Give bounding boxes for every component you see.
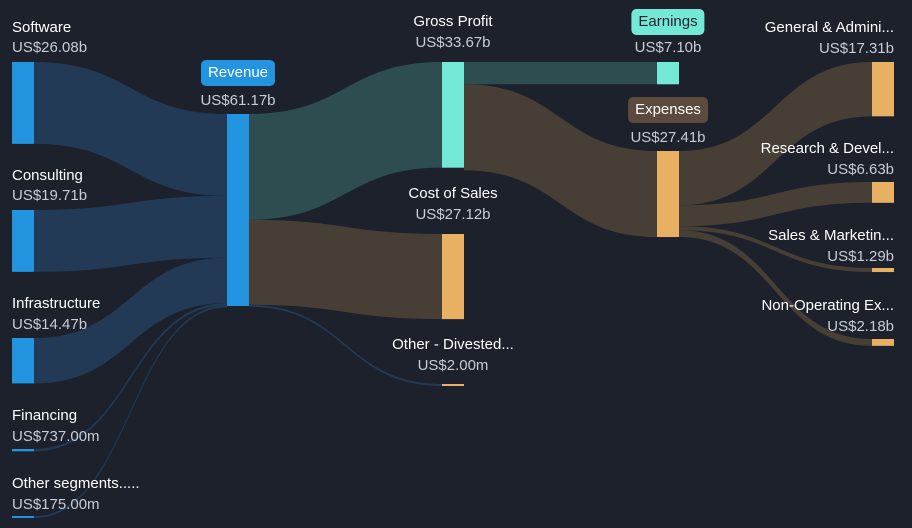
cost-of-sales-label: Cost of Sales <box>408 185 498 202</box>
node-nonop <box>872 339 894 346</box>
sankey-nodes <box>12 62 894 518</box>
revenue-value: US$61.17b <box>200 92 276 109</box>
earnings-label: Earnings <box>631 9 705 35</box>
earnings-value: US$7.10b <box>634 39 702 56</box>
node-revenue <box>227 114 249 306</box>
rd-label: Research & Devel... <box>760 140 894 157</box>
node-earnings <box>657 62 679 85</box>
link-gross_profit-to-expenses <box>464 84 657 238</box>
software-label: Software <box>12 19 72 36</box>
other-divested-value: US$2.00m <box>417 357 489 374</box>
node-expenses <box>657 151 679 238</box>
link-consulting-to-revenue <box>34 195 227 272</box>
sankey-links <box>34 62 872 518</box>
node-other_segments <box>12 516 34 518</box>
node-cost_of_sales <box>442 234 464 320</box>
link-expenses-to-sm <box>679 226 872 273</box>
gross-profit-value: US$33.67b <box>415 34 491 51</box>
expenses-value: US$27.41b <box>630 129 706 146</box>
node-other_divested <box>442 384 464 386</box>
link-financing-to-revenue <box>34 303 227 452</box>
link-revenue-to-gross_profit <box>249 62 442 220</box>
link-gross_profit-to-earnings <box>464 62 657 85</box>
node-gross_profit <box>442 62 464 168</box>
nonop-value: US$2.18b <box>827 318 894 335</box>
node-ga <box>872 62 894 117</box>
expenses-label: Expenses <box>628 97 708 123</box>
other-segments-value: US$175.00m <box>12 496 100 513</box>
node-rd <box>872 182 894 203</box>
link-revenue-to-cost_of_sales <box>249 219 442 320</box>
node-sm <box>872 268 894 273</box>
software-value: US$26.08b <box>12 39 88 56</box>
infrastructure-label: Infrastructure <box>12 295 101 312</box>
consulting-label: Consulting <box>12 167 83 184</box>
link-expenses-to-rd <box>679 182 872 227</box>
link-software-to-revenue <box>34 62 227 196</box>
consulting-value: US$19.71b <box>12 187 88 204</box>
node-financing <box>12 449 34 452</box>
link-expenses-to-nonop <box>679 230 872 346</box>
rd-value: US$6.63b <box>827 161 894 178</box>
other-segments-label: Other segments..... <box>12 475 140 492</box>
ga-value: US$17.31b <box>818 40 894 57</box>
ga-label: General & Admini... <box>764 19 894 36</box>
infrastructure-value: US$14.47b <box>12 316 88 333</box>
node-infrastructure <box>12 338 34 384</box>
sm-value: US$1.29b <box>827 248 894 265</box>
nonop-label: Non-Operating Ex... <box>761 297 894 314</box>
node-software <box>12 62 34 144</box>
link-revenue-to-other_divested <box>249 304 442 386</box>
other-divested-label: Other - Divested... <box>392 336 514 353</box>
revenue-label: Revenue <box>200 60 276 86</box>
financing-label: Financing <box>12 407 78 424</box>
node-consulting <box>12 210 34 272</box>
financing-value: US$737.00m <box>12 428 100 445</box>
gross-profit-label: Gross Profit <box>413 13 493 30</box>
sm-label: Sales & Marketin... <box>768 227 894 244</box>
link-infrastructure-to-revenue <box>34 257 227 384</box>
cost-of-sales-value: US$27.12b <box>415 206 491 223</box>
link-other_segments-to-revenue <box>34 305 227 518</box>
link-expenses-to-ga <box>679 62 872 206</box>
